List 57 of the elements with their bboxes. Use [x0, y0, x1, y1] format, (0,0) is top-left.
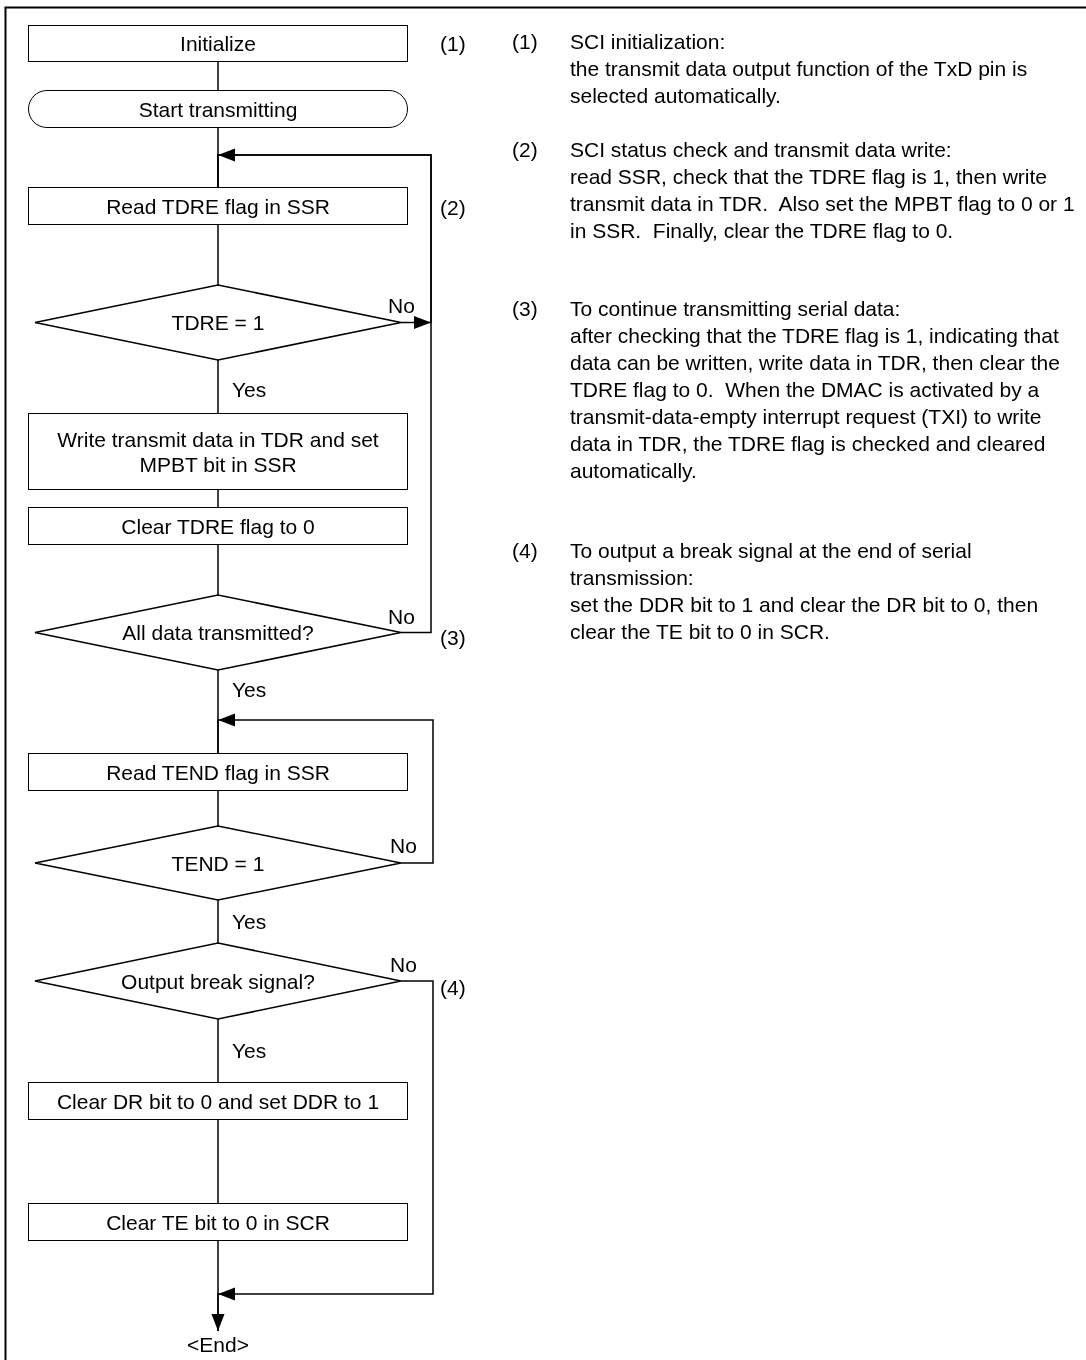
flow-line	[217, 224, 219, 286]
note-number: (3)	[512, 296, 538, 322]
process-box	[28, 187, 408, 225]
edge-label: Yes	[232, 1039, 267, 1063]
step-label: All data transmitted?	[122, 620, 314, 645]
edge-label: Yes	[232, 678, 267, 702]
process-box	[28, 753, 408, 791]
edge-label: No	[390, 834, 417, 858]
note-heading: To output a break signal at the end of serial transmission:	[570, 538, 973, 591]
step-label: Initialize	[180, 31, 256, 56]
note-heading: To continue transmitting serial data:	[570, 296, 902, 322]
flow-line	[217, 489, 219, 508]
process-box	[28, 507, 408, 545]
process-box	[28, 1082, 408, 1120]
step-label: Start transmitting	[138, 96, 298, 122]
edge-label: No	[390, 953, 417, 977]
note-text: read SSR, check that the TDRE flag is 1, then write transmit data in TDR. Also set the MPBT flag to 0 or 1 in SSR. Finally, clear the TDRE flag to 0.	[570, 164, 1076, 244]
flow-line	[217, 899, 219, 944]
flow-line	[217, 790, 219, 827]
flow-arrow	[217, 715, 434, 864]
edge-label: Yes	[232, 910, 267, 934]
flow-arrow	[217, 980, 434, 1332]
flow-line	[217, 61, 219, 91]
step-label: Read TEND flag in SSR	[106, 759, 330, 785]
flow-line	[217, 1119, 219, 1204]
step-label: TDRE = 1	[171, 310, 265, 335]
terminal-box	[28, 90, 408, 128]
callout-number: (1)	[440, 32, 466, 56]
note-number: (2)	[512, 137, 538, 163]
callout-number: (4)	[440, 976, 466, 1000]
flow-line	[217, 1018, 219, 1083]
process-box	[28, 1203, 408, 1241]
note-text: after checking that the TDRE flag is 1, indicating that data can be written, write data in TDR, then clear the TDRE flag to 0. When the DMAC is activated by a transmit-data-empty interrupt request (TXI) to write data in TDR, the TDRE flag is checked and cleared automatically.	[570, 323, 1061, 484]
step-label: Clear TE bit to 0 in SCR	[106, 1209, 330, 1235]
flow-arrow	[217, 150, 432, 634]
step-label: Clear TDRE flag to 0	[121, 513, 315, 539]
edge-label: No	[388, 605, 415, 629]
end-label: <End>	[187, 1331, 249, 1357]
note-number: (4)	[512, 538, 538, 564]
note-heading: SCI initialization:	[570, 29, 727, 55]
note-heading: SCI status check and transmit data write:	[570, 137, 953, 163]
edge-label: Yes	[232, 378, 267, 402]
callout-number: (2)	[440, 196, 466, 220]
note-text: the transmit data output function of the TxD pin is selected automatically.	[570, 56, 1029, 109]
step-label: TEND = 1	[171, 850, 265, 876]
callout-number: (3)	[440, 626, 466, 650]
step-label: Output break signal?	[121, 968, 315, 994]
step-label: Clear DR bit to 0 and set DDR to 1	[56, 1088, 380, 1114]
edge-label: No	[388, 294, 415, 318]
step-label: Read TDRE flag in SSR	[106, 193, 330, 219]
process-box	[28, 413, 408, 490]
note-text: set the DDR bit to 1 and clear the DR bit to 0, then clear the TE bit to 0 in SCR.	[570, 592, 1040, 645]
flow-line	[217, 359, 219, 414]
note-number: (1)	[512, 29, 538, 55]
flow-line	[217, 544, 219, 596]
step-label: Write transmit data in TDR and set MPBT bit in SSR	[56, 426, 380, 477]
process-box	[28, 25, 408, 62]
